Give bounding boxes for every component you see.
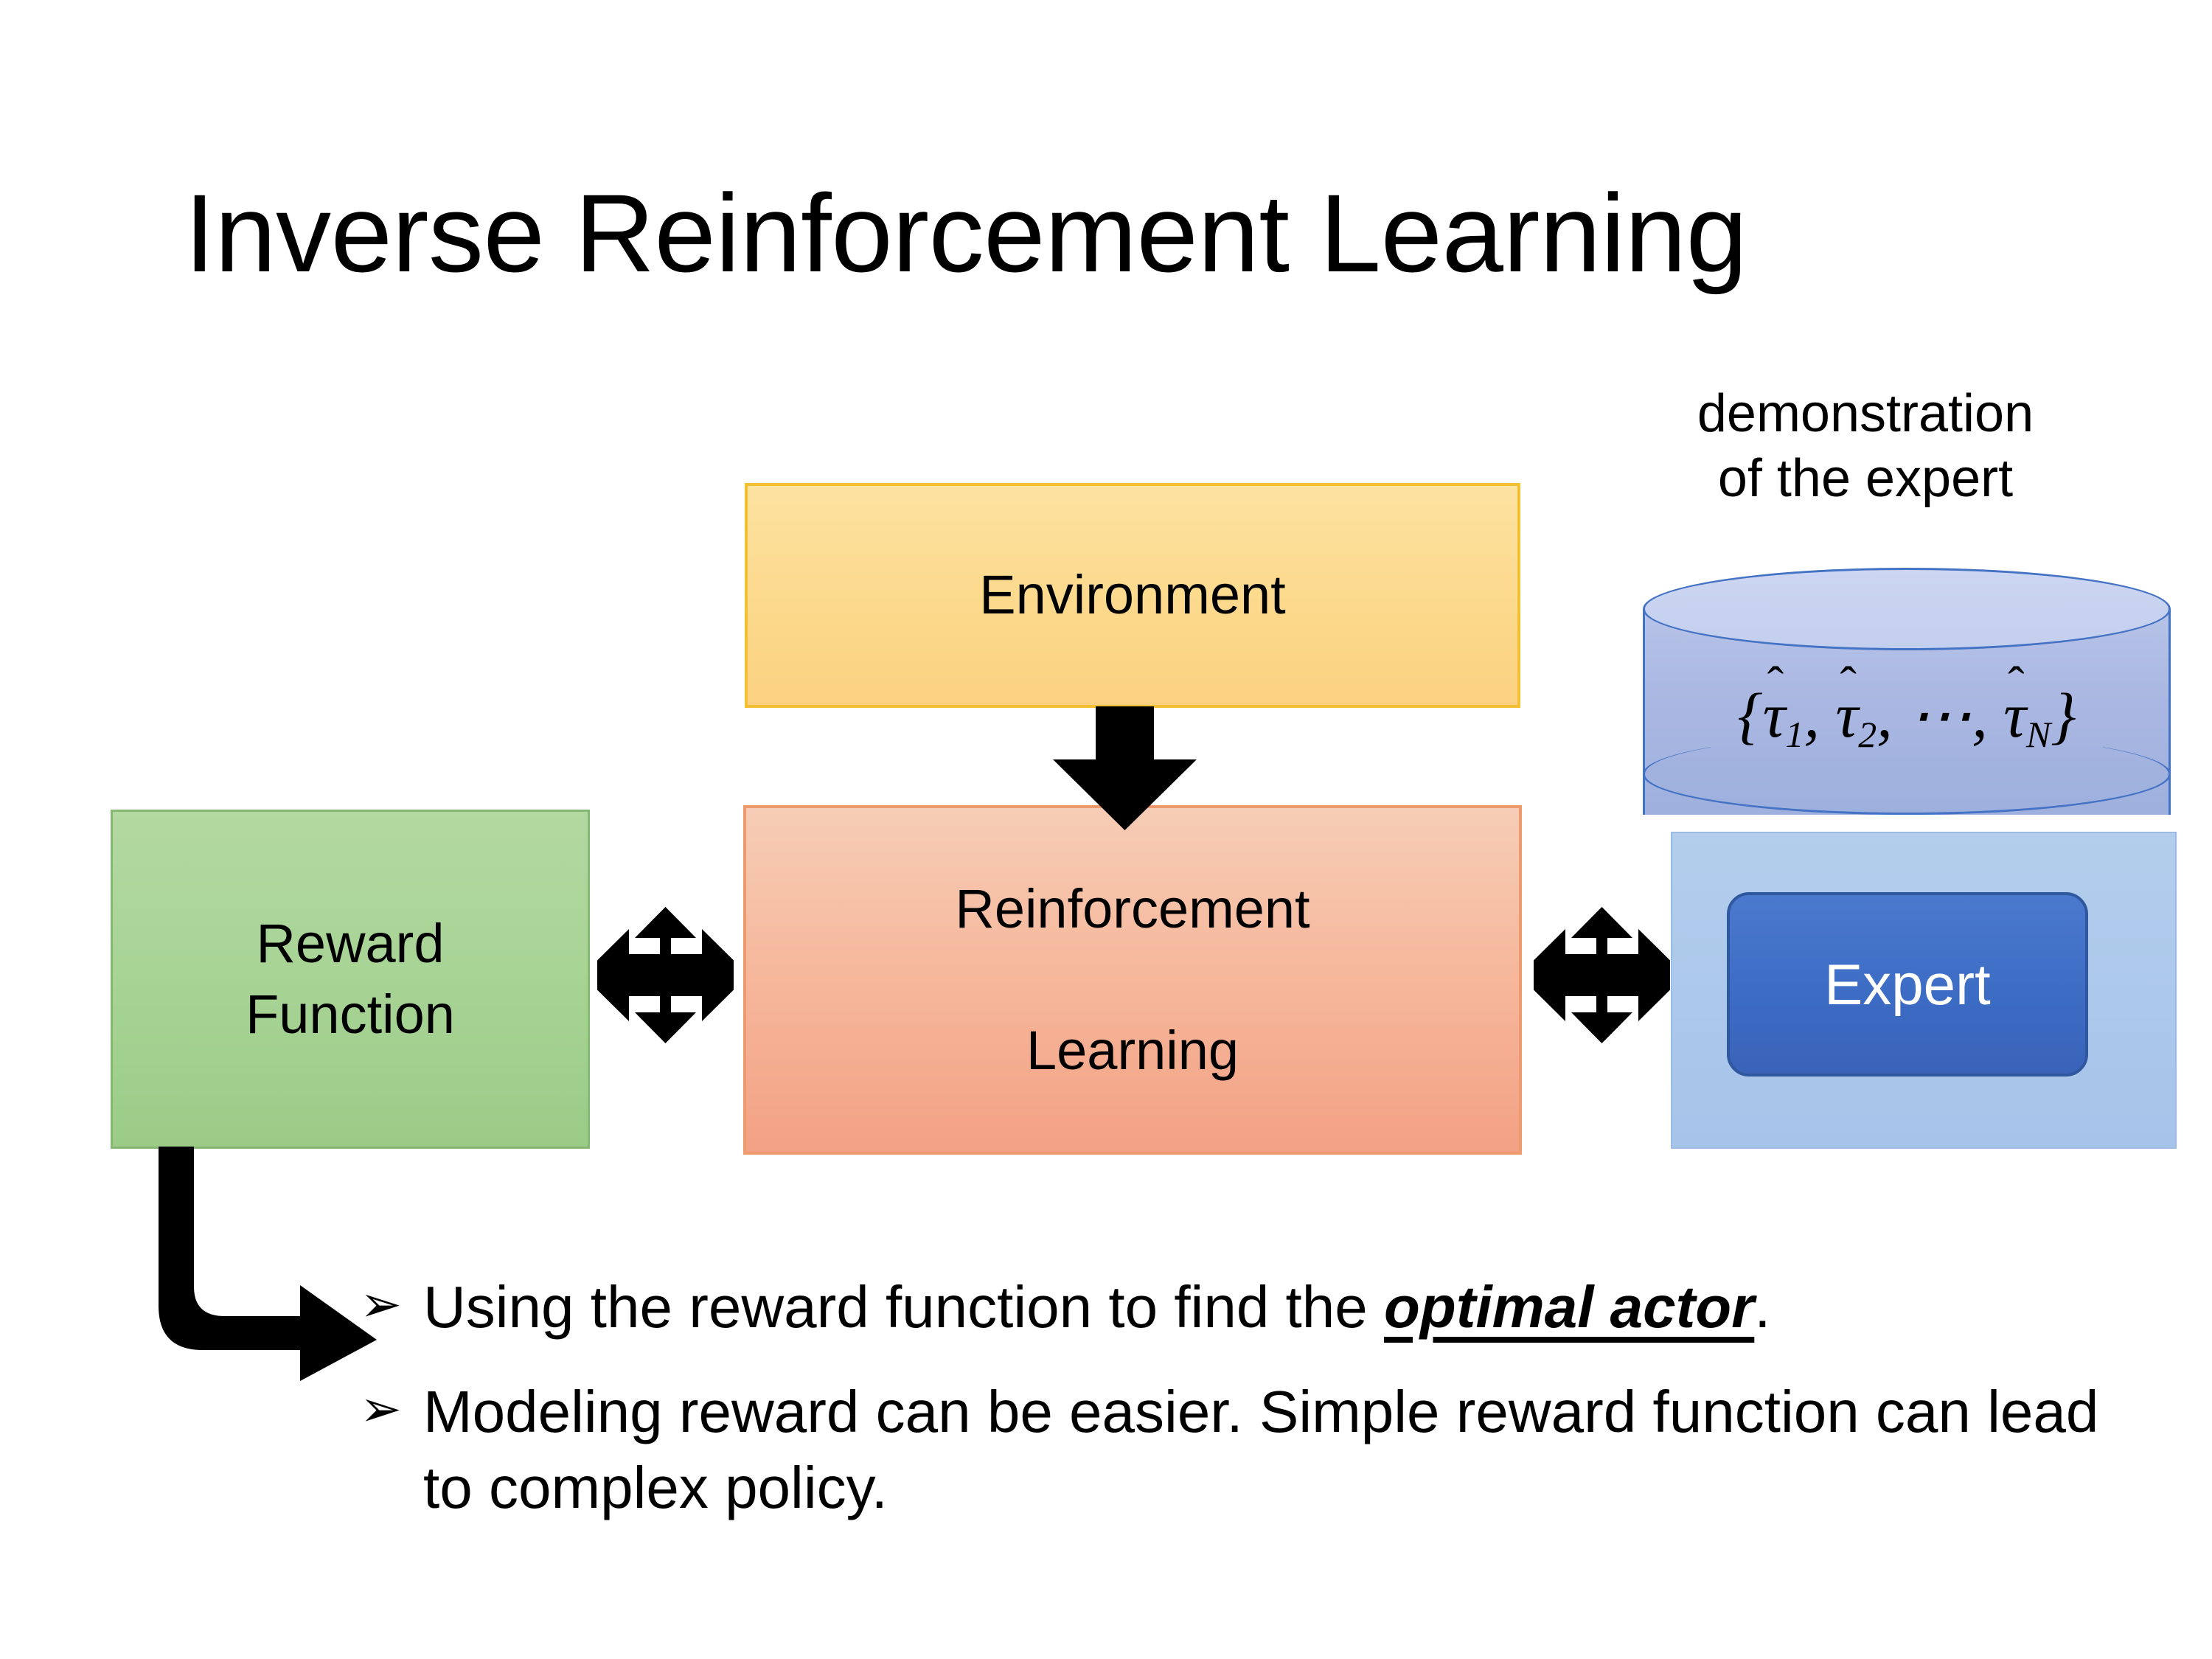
bullet-list: ➢ Using the reward function to find the … [360, 1270, 2100, 1526]
list-item: ➢ Modeling reward can be easier. Simple … [360, 1374, 2100, 1526]
bent-arrow-icon [159, 1147, 377, 1381]
bullet-1-emphasis: optimal actor [1383, 1274, 1755, 1340]
formula-close-brace: } [2051, 680, 2076, 751]
reward-label-line1: Reward [256, 912, 445, 974]
reinforcement-learning-node[interactable]: Reinforcement Learning [743, 805, 1522, 1155]
bullet-text-2: Modeling reward can be easier. Simple re… [423, 1379, 2099, 1520]
cylinder-top-ellipse [1643, 568, 2171, 650]
hat-accent-n: ˆ [2008, 656, 2025, 712]
formula-ellipsis: ⋯ [1908, 680, 1972, 751]
quad-arrow-icon [1534, 907, 1670, 1043]
cylinder-bottom-ellipse [1643, 734, 2171, 815]
hat-accent-1: ˆ [1767, 656, 1784, 712]
demonstration-caption-line2: of the expert [1717, 448, 2014, 508]
reward-label-line2: Function [246, 984, 455, 1045]
tau-symbol-1: τ [1762, 680, 1786, 751]
reinforcement-learning-label: Reinforcement Learning [933, 874, 1332, 1087]
bullet-1-prefix: Using the reward function to find the [423, 1274, 1384, 1340]
tau-subscript-1: 1 [1785, 714, 1804, 755]
rl-label-line1: Reinforcement [955, 877, 1310, 939]
formula-sep-1: , [1804, 680, 1836, 751]
tau-subscript-2: 2 [1858, 714, 1877, 755]
list-item: ➢ Using the reward function to find the … [360, 1270, 2100, 1345]
environment-node[interactable]: Environment [745, 483, 1520, 708]
hat-accent-2: ˆ [1840, 656, 1857, 712]
expert-node[interactable]: Expert [1727, 892, 2088, 1077]
reward-function-node[interactable]: Reward Function [111, 810, 590, 1149]
reward-function-label: Reward Function [246, 908, 455, 1050]
demonstration-caption-line1: demonstration [1697, 384, 2034, 443]
rl-label-line2: Learning [1026, 1020, 1239, 1082]
down-arrow-icon [1053, 706, 1197, 830]
demonstration-caption: demonstration of the expert [1630, 382, 2101, 512]
bullet-1-suffix: . [1754, 1274, 1771, 1340]
bullet-text-1: Using the reward function to find the op… [423, 1270, 2100, 1345]
bullet-arrow-icon: ➢ [360, 1276, 402, 1332]
tau-subscript-n: N [2025, 714, 2051, 755]
tau-symbol-2: τ [1835, 680, 1859, 751]
formula-sep-3: , [1972, 680, 2004, 751]
formula-sep-2: , [1877, 680, 1909, 751]
environment-label: Environment [979, 564, 1286, 626]
quad-arrow-icon [597, 907, 734, 1043]
tau-symbol-n: τ [2003, 680, 2026, 751]
bullet-arrow-icon: ➢ [360, 1381, 402, 1438]
formula-open-brace: { [1737, 680, 1763, 751]
expert-label: Expert [1824, 951, 1991, 1017]
page-title: Inverse Reinforcement Learning [184, 171, 1747, 295]
